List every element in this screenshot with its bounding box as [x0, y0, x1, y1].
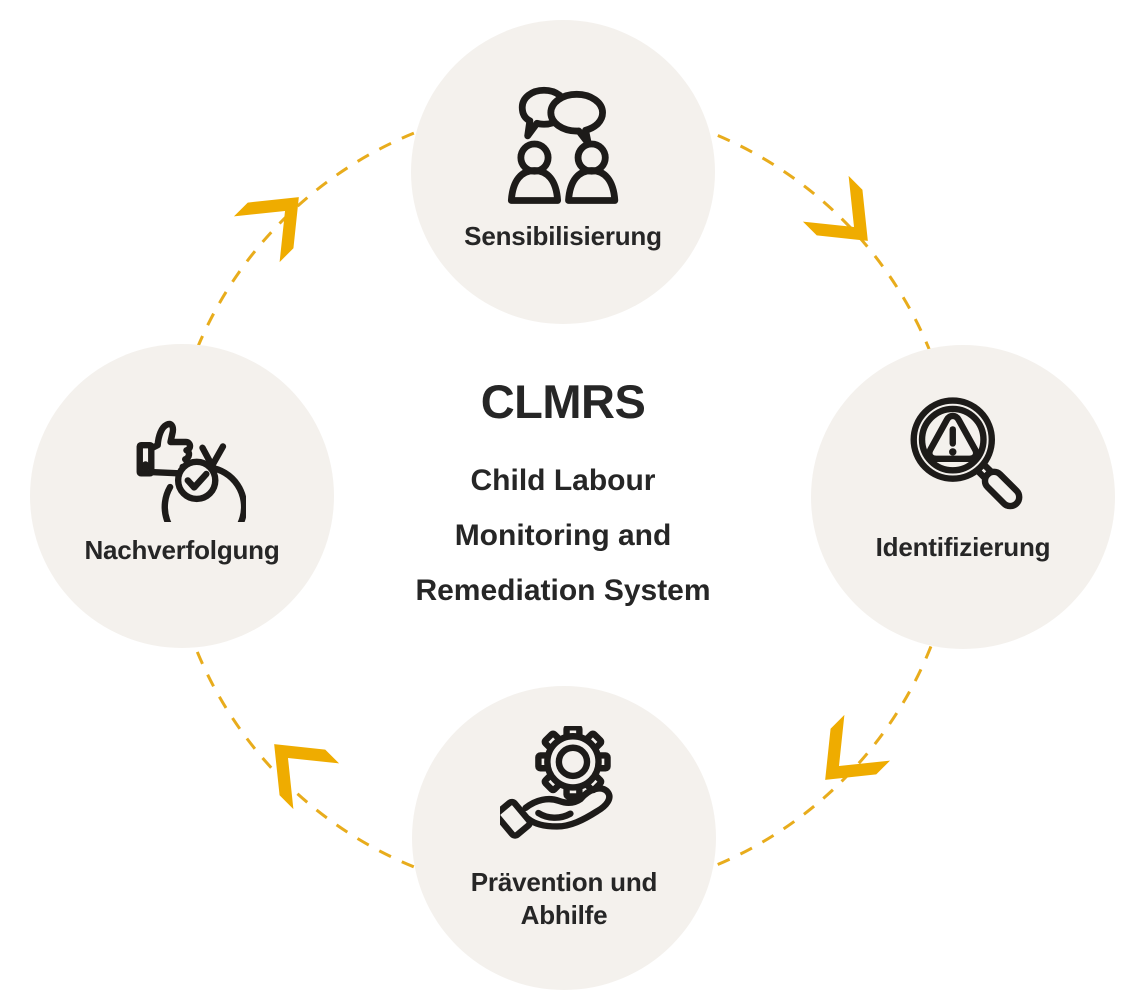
subtitle-line: Remediation System — [415, 574, 711, 607]
flow-arrow-icon — [802, 175, 868, 241]
diagram-subtitle: Child Labour Monitoring and Remediation … — [353, 453, 773, 618]
node-sensibilisierung: Sensibilisierung — [411, 20, 715, 324]
node-nachverfolgung: Nachverfolgung — [30, 344, 334, 648]
diagram-title: CLMRS — [480, 375, 646, 428]
thumbs-up-cycle-icon — [136, 420, 246, 522]
center-text-block: CLMRS Child Labour Monitoring and Remedi… — [353, 374, 773, 618]
node-label: Identifizierung — [875, 532, 1051, 562]
node-praevention-und-abhilfe: Prävention und Abhilfe — [412, 686, 716, 990]
node-label: Sensibilisierung — [464, 221, 662, 251]
flow-arrow-icon — [274, 744, 340, 810]
node-label: Nachverfolgung — [84, 535, 280, 565]
people-conversation-icon — [507, 86, 619, 204]
hand-gear-icon — [500, 726, 613, 839]
flow-arrow-icon — [825, 714, 891, 780]
flow-arrow-icon — [233, 197, 299, 263]
subtitle-line: Child Labour — [470, 464, 656, 497]
subtitle-line: Monitoring and — [454, 519, 672, 552]
node-identifizierung: Identifizierung — [811, 345, 1115, 649]
node-label: Prävention und Abhilfe — [470, 867, 658, 930]
magnifier-warning-icon — [910, 397, 1023, 510]
